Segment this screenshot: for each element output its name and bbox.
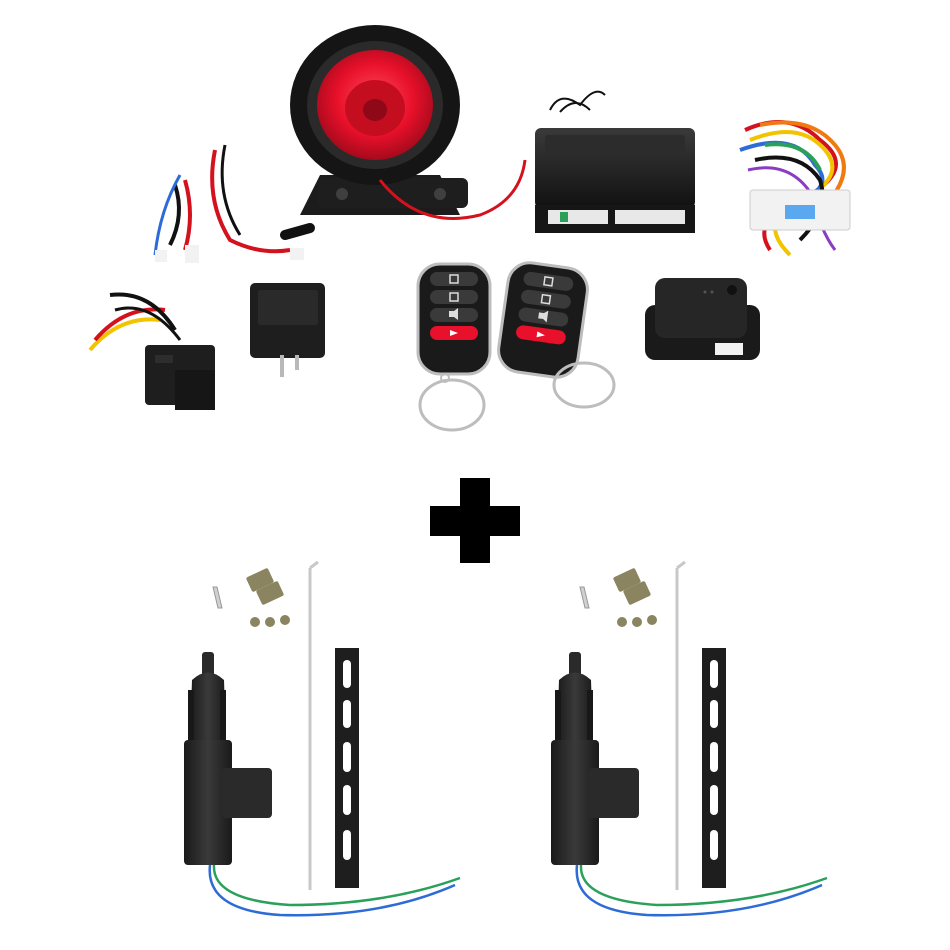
actuator-wires bbox=[575, 864, 828, 917]
actuator-rod bbox=[675, 560, 686, 890]
mounting-bracket bbox=[702, 648, 726, 888]
siren bbox=[290, 25, 527, 220]
mute-icon bbox=[538, 310, 549, 323]
lock-icon bbox=[449, 274, 459, 284]
small-harness-1 bbox=[153, 174, 199, 263]
mounting-hardware bbox=[579, 568, 657, 627]
relay-socket bbox=[88, 292, 215, 410]
control-module bbox=[535, 90, 695, 233]
remote-control-1 bbox=[416, 262, 492, 432]
wire-harness bbox=[739, 120, 851, 257]
remote-control-2 bbox=[497, 261, 616, 409]
actuator-wires bbox=[208, 864, 461, 917]
mounting-hardware bbox=[212, 568, 290, 627]
door-lock-actuator-set-right bbox=[551, 560, 828, 917]
unlock-icon bbox=[449, 292, 459, 302]
actuator-body bbox=[551, 652, 639, 865]
trunk-icon bbox=[450, 330, 458, 336]
shock-sensor bbox=[645, 278, 760, 360]
mute-icon bbox=[449, 308, 458, 320]
unlock-icon bbox=[540, 293, 552, 305]
trunk-icon bbox=[536, 331, 545, 338]
door-lock-actuator-set-left bbox=[184, 560, 461, 917]
mounting-bracket bbox=[335, 648, 359, 888]
lock-icon bbox=[543, 276, 554, 287]
plus-icon bbox=[430, 478, 520, 563]
actuator-body bbox=[184, 652, 272, 865]
relay bbox=[250, 283, 325, 377]
connector-ports bbox=[548, 210, 685, 224]
actuator-rod bbox=[308, 560, 319, 890]
small-harness-2 bbox=[210, 144, 315, 260]
